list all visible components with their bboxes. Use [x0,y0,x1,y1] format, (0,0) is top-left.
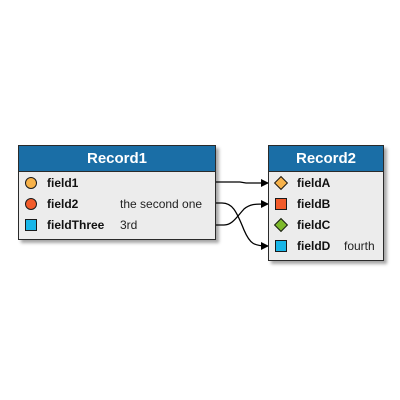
record2-title: Record2 [269,146,383,172]
field-name: fieldA [297,176,331,190]
field-name: field2 [47,197,79,211]
field-name: fieldThree [47,218,105,232]
record1-row-field2[interactable]: field2 the second one [19,194,215,215]
diamond-icon [273,175,289,191]
record2-row-fieldD[interactable]: fieldD fourth [269,236,383,257]
link-field1-to-fieldA [216,179,269,187]
circle-icon [25,177,37,189]
record1-row-fieldThree[interactable]: fieldThree 3rd [19,215,215,236]
square-icon [275,240,287,252]
field-name: fieldD [297,239,331,253]
record2-row-fieldB[interactable]: fieldB [269,194,383,215]
diamond-icon [273,217,289,233]
link-field2-to-fieldD [216,202,269,250]
square-icon [25,219,37,231]
record1-row-field1[interactable]: field1 [19,173,215,194]
field-value: fourth [344,239,375,253]
field-name: field1 [47,176,79,190]
link-fieldThree-to-fieldB [216,200,269,226]
record1-table[interactable]: Record1 field1 field2 the second one fie… [18,145,216,240]
field-name: fieldC [297,218,331,232]
field-value: the second one [120,197,203,211]
record2-row-fieldC[interactable]: fieldC [269,215,383,236]
record2-table[interactable]: Record2 fieldA fieldB fieldC fieldD four… [268,145,384,261]
field-name: fieldB [297,197,331,211]
circle-icon [25,198,37,210]
record1-title: Record1 [19,146,215,172]
square-icon [275,198,287,210]
record2-row-fieldA[interactable]: fieldA [269,173,383,194]
field-value: 3rd [120,218,138,232]
